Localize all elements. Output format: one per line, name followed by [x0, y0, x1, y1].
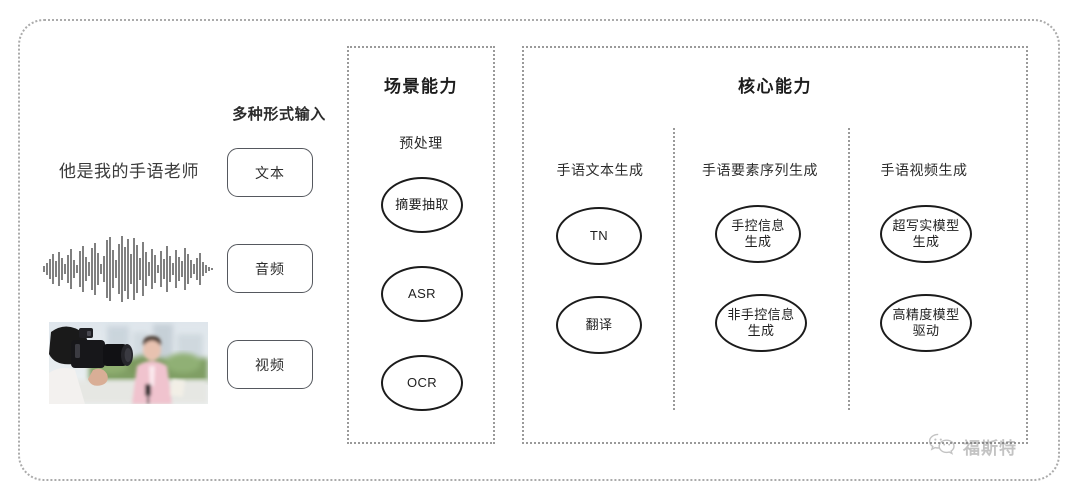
modality-chip-video[interactable]: 视频	[227, 340, 313, 389]
node-hyperrealistic-model-generation-line1: 超写实模型	[892, 218, 960, 234]
scene-group-label: 预处理	[399, 135, 443, 151]
modality-chip-audio[interactable]: 音频	[227, 244, 313, 293]
node-manual-feature-generation-line2: 生成	[744, 234, 772, 249]
modality-chip-audio-label: 音频	[255, 260, 285, 277]
modality-chip-text-label: 文本	[255, 164, 285, 181]
node-manual-feature-generation-line1: 手控信息	[731, 218, 785, 234]
video-thumbnail-image	[49, 322, 208, 404]
scene-capability-panel: 场景能力	[347, 46, 495, 444]
core-column-label-sign-element-sequence-generation: 手语要素序列生成	[702, 162, 818, 178]
waveform-icon	[42, 234, 214, 304]
node-tn-label: TN	[589, 228, 609, 244]
sample-sentence-text: 他是我的手语老师	[59, 162, 199, 181]
watermark: 福斯特	[927, 432, 1017, 461]
node-hyperrealistic-model-generation[interactable]: 超写实模型 生成	[880, 205, 972, 263]
node-manual-feature-generation-label: 手控信息 生成	[727, 218, 789, 250]
node-non-manual-feature-generation-label: 非手控信息 生成	[723, 307, 798, 339]
core-column-divider-2	[848, 128, 850, 410]
node-summary-extraction[interactable]: 摘要抽取	[381, 177, 463, 233]
modality-chip-text[interactable]: 文本	[227, 148, 313, 197]
outer-frame	[18, 19, 1060, 481]
node-non-manual-feature-generation-line1: 非手控信息	[727, 307, 795, 323]
node-hyperrealistic-model-generation-line2: 生成	[912, 234, 940, 249]
node-manual-feature-generation[interactable]: 手控信息 生成	[715, 205, 801, 263]
input-section-heading: 多种形式输入	[232, 106, 326, 123]
node-high-precision-model-driving[interactable]: 高精度模型 驱动	[880, 294, 972, 352]
node-high-precision-model-driving-line1: 高精度模型	[892, 307, 960, 323]
node-summary-extraction-label: 摘要抽取	[395, 197, 449, 213]
scene-capability-title: 场景能力	[384, 77, 458, 96]
core-column-label-sign-video-generation: 手语视频生成	[880, 162, 968, 178]
node-hyperrealistic-model-generation-label: 超写实模型 生成	[888, 218, 963, 250]
watermark-text: 福斯特	[963, 439, 1017, 458]
core-capability-panel: 核心能力	[522, 46, 1028, 444]
node-high-precision-model-driving-line2: 驱动	[912, 323, 940, 338]
node-tn[interactable]: TN	[556, 207, 642, 265]
node-ocr-label: OCR	[406, 375, 438, 391]
node-high-precision-model-driving-label: 高精度模型 驱动	[888, 307, 963, 339]
node-non-manual-feature-generation[interactable]: 非手控信息 生成	[715, 294, 807, 352]
wechat-icon	[927, 432, 957, 461]
node-translation[interactable]: 翻译	[556, 296, 642, 354]
core-capability-title: 核心能力	[738, 77, 812, 96]
node-translation-label: 翻译	[585, 317, 613, 333]
core-column-label-sign-text-generation: 手语文本生成	[556, 162, 644, 178]
core-column-divider-1	[673, 128, 675, 410]
node-non-manual-feature-generation-line2: 生成	[747, 323, 775, 338]
node-ocr[interactable]: OCR	[381, 355, 463, 411]
node-asr-label: ASR	[408, 286, 436, 302]
node-asr[interactable]: ASR	[381, 266, 463, 322]
modality-chip-video-label: 视频	[255, 356, 285, 373]
